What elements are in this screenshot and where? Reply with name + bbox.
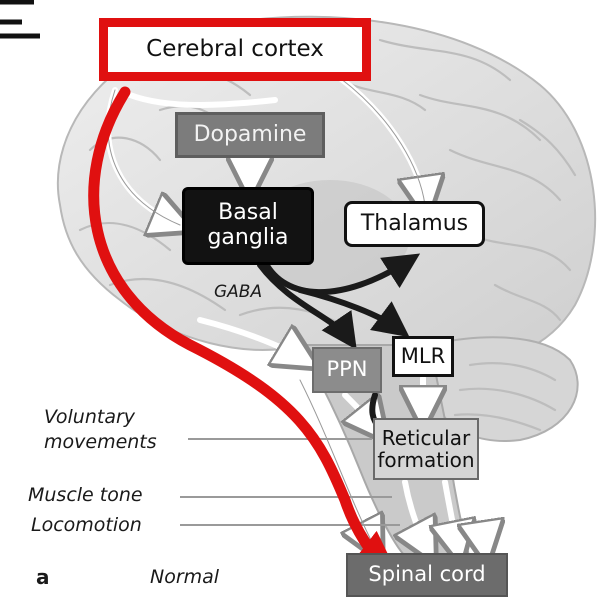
ppn-box: PPN — [312, 347, 382, 393]
condition-label: Normal — [150, 566, 219, 588]
cerebral-cortex-box: Cerebral cortex — [99, 18, 371, 81]
locomotion-label: Locomotion — [31, 514, 142, 536]
reticular-line1: Reticular — [377, 427, 474, 449]
corner-figure-mark — [0, 2, 40, 36]
mlr-box: MLR — [392, 336, 454, 377]
mlr-text: MLR — [401, 345, 445, 369]
muscle-tone-label: Muscle tone — [28, 484, 143, 506]
voluntary-line2: movements — [44, 430, 157, 455]
voluntary-movements-label: Voluntary movements — [44, 405, 157, 454]
voluntary-line1: Voluntary — [44, 405, 157, 430]
thalamus-box: Thalamus — [344, 201, 485, 247]
spinal-cord-text: Spinal cord — [368, 563, 485, 587]
cerebral-cortex-text: Cerebral cortex — [146, 37, 324, 63]
reticular-formation-box: Reticular formation — [373, 418, 479, 480]
dopamine-text: Dopamine — [194, 123, 307, 148]
reticular-line2: formation — [377, 449, 474, 471]
dopamine-box: Dopamine — [175, 112, 325, 158]
basal-ganglia-line1: Basal — [207, 201, 288, 226]
spinal-cord-box: Spinal cord — [346, 553, 508, 597]
panel-letter: a — [36, 565, 50, 589]
thalamus-text: Thalamus — [361, 212, 468, 237]
basal-ganglia-line2: ganglia — [207, 226, 288, 251]
basal-ganglia-box: Basal ganglia — [182, 187, 314, 265]
ppn-text: PPN — [326, 358, 367, 382]
gaba-label: GABA — [214, 282, 262, 302]
